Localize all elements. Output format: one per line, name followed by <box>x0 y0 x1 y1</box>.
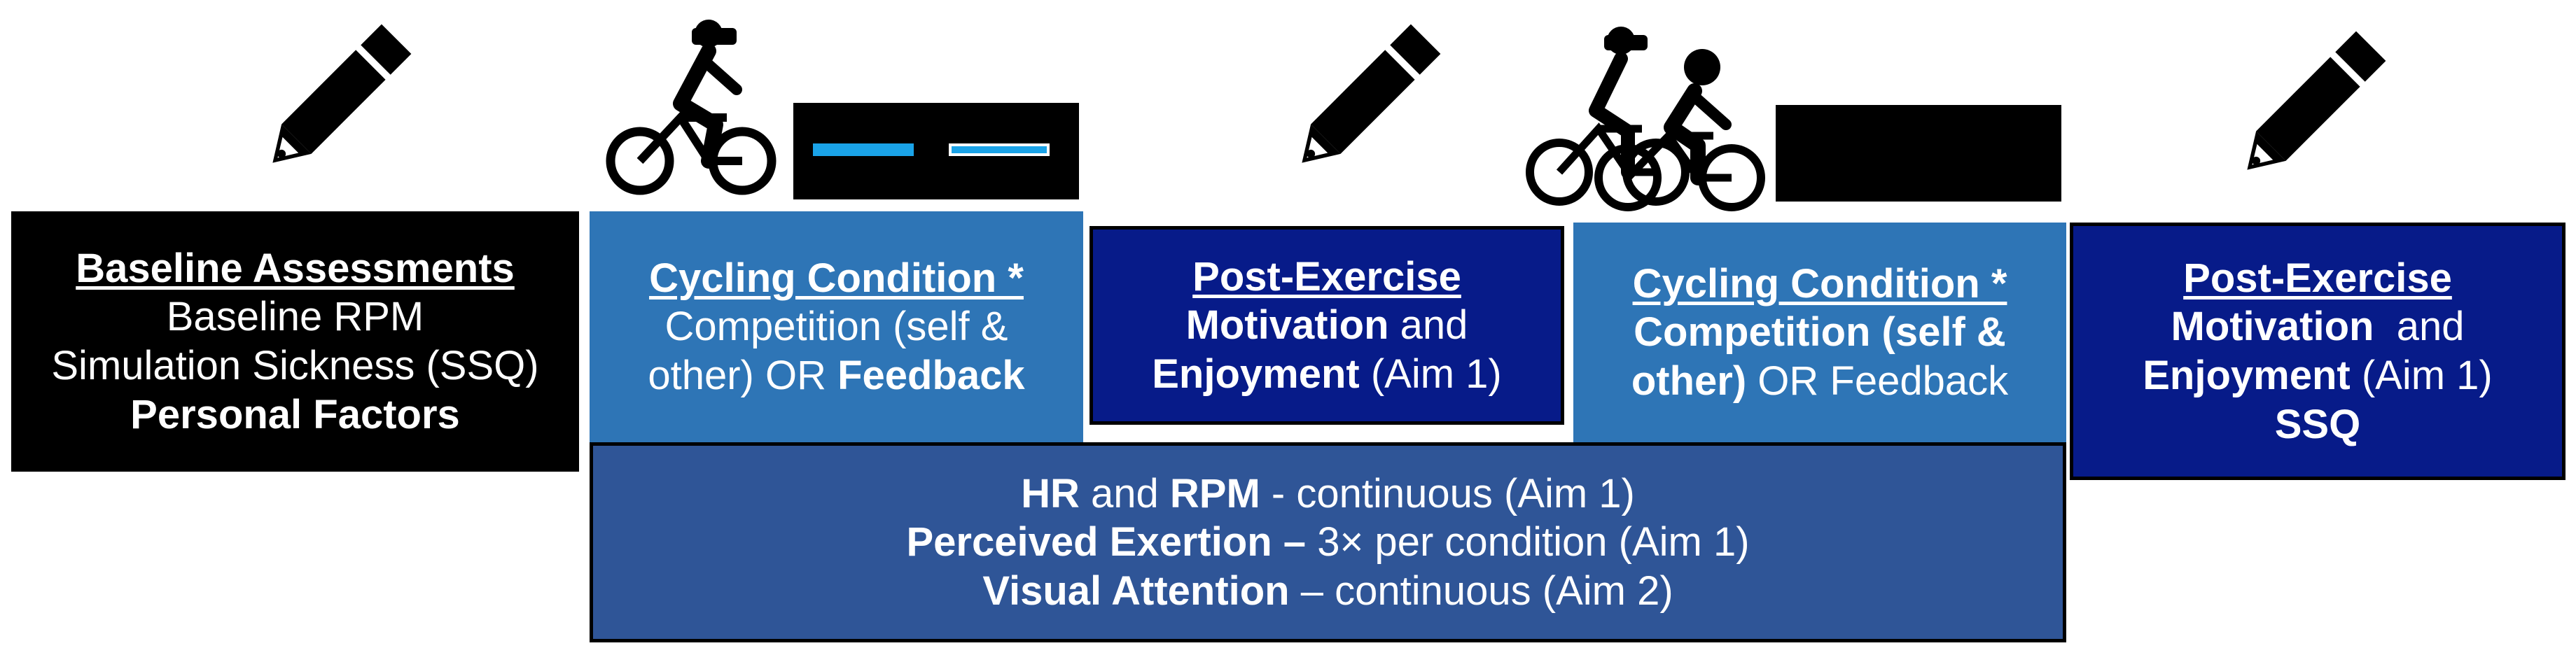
cycling-condition-2-other: other) <box>1631 358 1747 404</box>
baseline-title: Baseline Assessments <box>76 245 515 291</box>
post-exercise-1-and: and <box>1388 302 1468 348</box>
post-exercise-1-title: Post-Exercise <box>1192 253 1461 300</box>
blank-display <box>1776 105 2061 202</box>
baseline-ssq: Simulation Sickness (SSQ) <box>51 343 539 388</box>
cycling-condition-1-feedback: Feedback <box>837 352 1025 398</box>
measures-and: and <box>1079 470 1170 516</box>
post-exercise-2-line2: Enjoyment (Aim 1) <box>2143 351 2493 400</box>
post-exercise-2-title: Post-Exercise <box>2183 255 2452 301</box>
cycling-condition-1-title: Cycling Condition * <box>649 255 1024 301</box>
pencil-icon <box>2247 31 2386 170</box>
pencil-icon <box>272 24 412 163</box>
cycling-condition-2-feedback: OR Feedback <box>1746 358 2009 404</box>
measures-row-exertion: Perceived Exertion – 3× per condition (A… <box>906 518 1749 567</box>
measures-hr: HR <box>1021 470 1080 516</box>
post-exercise-1-aim: (Aim 1) <box>1359 351 1502 397</box>
measures-visual-attention: Visual Attention <box>982 568 1290 614</box>
pencil-icon <box>1302 24 1441 163</box>
measures-perceived-exertion: Perceived Exertion – <box>906 519 1307 565</box>
post-exercise-2-enjoyment: Enjoyment <box>2143 353 2351 398</box>
cycling-condition-2-title: Cycling Condition * <box>1632 260 2007 307</box>
cycling-condition-1-line1: Competition (self & <box>664 304 1008 350</box>
cycling-condition-2-line1: Competition (self & <box>1634 309 2006 355</box>
post-exercise-2-line1: Motivation and <box>2171 302 2465 351</box>
post-exercise-1-line2: Enjoyment (Aim 1) <box>1152 350 1502 399</box>
cycling-condition-1-box: Cycling Condition * Competition (self & … <box>590 211 1083 442</box>
post-exercise-1-motivation: Motivation <box>1185 302 1389 348</box>
measures-continuous-2: – continuous (Aim 2) <box>1289 568 1673 614</box>
post-exercise-1-line1: Motivation and <box>1186 301 1468 350</box>
post-exercise-2-aim: (Aim 1) <box>2350 353 2493 398</box>
measures-continuous-1: - continuous (Aim 1) <box>1260 470 1635 516</box>
measures-per-condition: 3× per condition (Aim 1) <box>1306 519 1750 565</box>
progress-bars-display <box>793 103 1079 199</box>
two-cyclists-icon <box>1526 27 1765 211</box>
post-exercise-2-ssq: SSQ <box>2274 401 2361 447</box>
cycling-condition-1-other: other) OR <box>648 352 838 398</box>
baseline-assessments-box: Baseline Assessments Baseline RPM Simula… <box>11 211 579 472</box>
baseline-personal-factors: Personal Factors <box>130 391 460 437</box>
baseline-rpm: Baseline RPM <box>166 294 424 340</box>
continuous-measures-box: HR and RPM - continuous (Aim 1) Perceive… <box>590 442 2066 642</box>
measures-row-attention: Visual Attention – continuous (Aim 2) <box>982 567 1673 616</box>
post-exercise-1-enjoyment: Enjoyment <box>1152 351 1360 397</box>
cycling-condition-2-line2: other) OR Feedback <box>1631 357 2008 406</box>
post-exercise-1-box: Post-Exercise Motivation and Enjoyment (… <box>1089 226 1564 425</box>
progress-bar-competitor <box>813 143 914 156</box>
vr-cyclist-icon <box>606 20 777 195</box>
post-exercise-2-and: and <box>2385 304 2465 350</box>
post-exercise-2-motivation: Motivation <box>2171 304 2386 350</box>
measures-rpm: RPM <box>1169 470 1260 516</box>
cycling-condition-2-box: Cycling Condition * Competition (self & … <box>1573 223 2066 442</box>
cycling-condition-1-line2: other) OR Feedback <box>648 351 1024 400</box>
measures-row-hr-rpm: HR and RPM - continuous (Aim 1) <box>1021 470 1635 519</box>
post-exercise-2-box: Post-Exercise Motivation and Enjoyment (… <box>2070 223 2565 480</box>
